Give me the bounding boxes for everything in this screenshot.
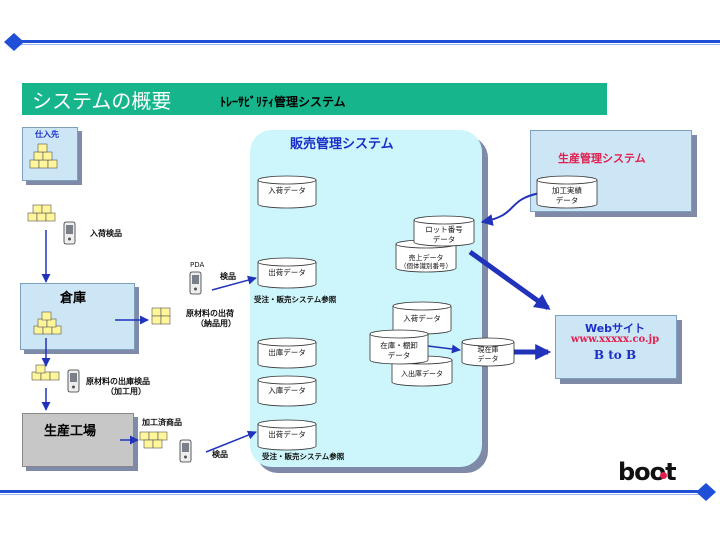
diamond-icon <box>4 33 24 51</box>
pda-device-icon <box>67 369 80 393</box>
boxes-icon <box>139 431 168 449</box>
database-cylinder-icon <box>257 175 598 451</box>
boxes-icon <box>31 364 60 381</box>
genzaiko-data-label-2: データ <box>477 355 499 363</box>
boxes-icon <box>151 307 171 325</box>
boxes-icon <box>27 204 56 222</box>
nyushukko-data-label: 入出庫データ <box>401 370 443 378</box>
shukko-kenpin-label-1: 原材料の出庫検品 <box>86 377 150 386</box>
logo-accent <box>660 472 667 479</box>
boxes-icon <box>33 311 62 335</box>
arrow-icon <box>211 275 257 291</box>
kenpin-label-1: 検品 <box>220 272 236 281</box>
page-title: システムの概要 <box>32 89 172 113</box>
kenpin-label-2: 検品 <box>212 450 228 459</box>
uriage-data-label-2: （個体識別番号） <box>400 262 452 270</box>
nyuka-kenpin-label: 入荷検品 <box>90 229 122 238</box>
web-site-btob: B to B <box>593 348 637 362</box>
web-site-title: Webサイト <box>584 322 646 335</box>
production-system-title: 生産管理システム <box>558 152 646 165</box>
arrow-icon <box>205 430 257 453</box>
factory-box <box>22 413 134 467</box>
kakousumi-label: 加工済商品 <box>142 418 182 427</box>
pda-label: PDA <box>190 261 205 269</box>
shukka-data-label: 出荷データ <box>268 268 306 277</box>
web-site-panel <box>555 315 677 379</box>
order-sales-ref-1: 受注・販売システム参照 <box>254 295 337 304</box>
shukka-data-2-label: 出荷データ <box>268 430 306 439</box>
genzairyo-shukka-label-1: 原材料の出荷 <box>186 309 234 318</box>
header-rule <box>4 33 720 51</box>
web-site-url: www.xxxxx.co.jp <box>570 334 660 345</box>
lot-number-label-2: データ <box>432 235 456 244</box>
nyuka-data-label: 入荷データ <box>268 186 306 195</box>
boot-logo: boot <box>618 458 677 486</box>
genzaiko-data-label-1: 現在庫 <box>477 346 499 354</box>
lot-number-label-1: ロット番号 <box>425 225 463 234</box>
arrow-icon <box>427 344 461 354</box>
factory-label: 生産工場 <box>44 424 97 439</box>
kakou-jisseki-label-1: 加工実績 <box>552 186 582 195</box>
uriage-data-label-1: 売上データ <box>408 254 444 262</box>
pda-device-icon <box>63 221 76 245</box>
arrow-icon <box>480 192 541 226</box>
page-subtitle: ﾄﾚｰｻﾋﾞﾘﾃｨ管理システム <box>220 95 346 109</box>
order-sales-ref-2: 受注・販売システム参照 <box>262 452 345 461</box>
diamond-icon <box>696 483 716 501</box>
footer-rule <box>0 483 716 501</box>
boxes-icon <box>29 143 58 169</box>
warehouse-box <box>20 283 135 350</box>
shukko-kenpin-label-2: （加工用） <box>106 387 146 396</box>
title-bar <box>22 83 607 115</box>
sales-system-title: 販売管理システム <box>290 137 394 152</box>
nyuka-data-2-label: 入荷データ <box>403 314 441 323</box>
supplier-label: 仕入先 <box>35 130 59 139</box>
zaiko-data-label-2: データ <box>387 351 411 360</box>
pda-device-icon <box>179 439 192 463</box>
kakou-jisseki-label-2: データ <box>555 196 579 205</box>
genzairyo-shukka-label-2: （納品用） <box>196 319 236 328</box>
zaiko-data-label-1: 在庫・棚卸 <box>380 341 418 350</box>
shukko-data-label: 出庫データ <box>268 348 306 357</box>
warehouse-label: 倉庫 <box>60 291 87 306</box>
arrow-icon <box>468 249 551 311</box>
nyuko-data-label: 入庫データ <box>268 386 306 395</box>
pda-device-icon <box>189 271 202 295</box>
